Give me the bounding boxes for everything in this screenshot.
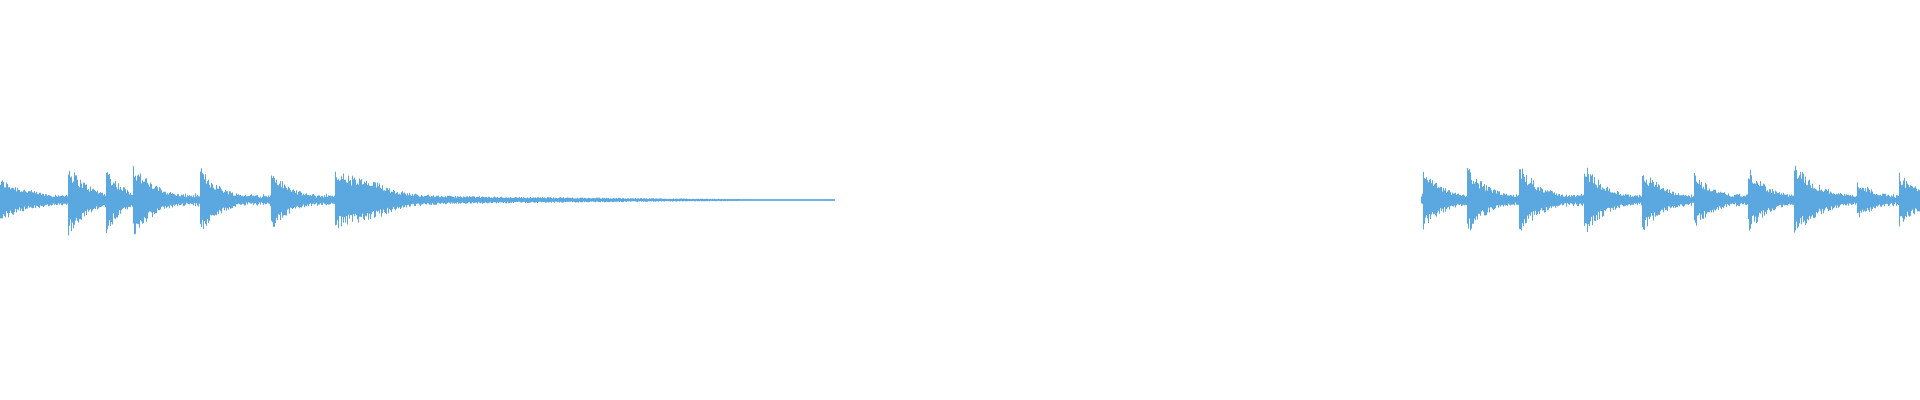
- waveform-trace: [1421, 165, 1920, 233]
- waveform-segment-2: [1421, 165, 1920, 233]
- waveform-trace: [0, 166, 835, 236]
- waveform-segment-1: [0, 166, 835, 236]
